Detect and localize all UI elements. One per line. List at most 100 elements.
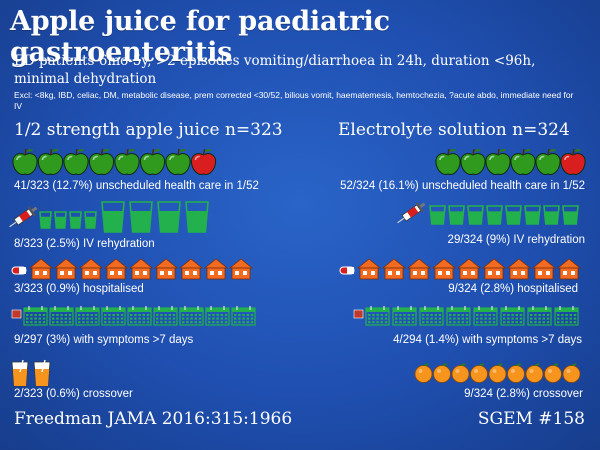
apple-juice-health-care-stat: 41/323 (12.7%) unscheduled health care i… — [14, 180, 259, 192]
electrolyte-health-care-stat: 52/324 (16.1%) unscheduled health care i… — [340, 180, 585, 192]
iv-icon-row-right — [397, 202, 579, 225]
orange-icon — [470, 363, 488, 383]
calendar-icon — [153, 306, 178, 326]
house-icon — [203, 258, 229, 280]
glass-icon — [486, 205, 503, 225]
exclusion-criteria: Excl: <8kg, IBD, celiac, DM, metabolic d… — [14, 90, 574, 111]
syringe-icon — [9, 206, 38, 228]
electrolyte-iv-stat: 29/324 (9%) IV rehydration — [447, 234, 585, 246]
pill-icon — [11, 266, 27, 275]
hospital-icon-row-left — [11, 258, 254, 280]
glass-icon — [467, 205, 484, 225]
orange-icon — [544, 363, 562, 383]
house-icon — [28, 258, 54, 280]
calendar-icon — [127, 306, 152, 326]
apple-icon — [63, 148, 89, 175]
calendar-icon — [179, 306, 204, 326]
house-icon — [556, 258, 582, 280]
pill-icon — [339, 266, 355, 275]
apple-icon — [560, 148, 586, 175]
juice-glass-icon-row — [11, 359, 51, 387]
population-description: ED patients 6mo-5y, >2 episodes vomiting… — [14, 53, 536, 87]
glass-icon — [429, 205, 446, 225]
house-icon — [53, 258, 79, 280]
apple-juice-arm-heading: 1/2 strength apple juice n=323 — [14, 120, 283, 140]
citation: Freedman JAMA 2016:315:1966 — [14, 409, 293, 429]
glass-icon — [448, 205, 465, 225]
syringe-icon — [397, 202, 426, 224]
apple-icon — [37, 148, 64, 175]
house-icon — [481, 258, 507, 280]
juice-glass-icon — [33, 359, 51, 387]
electrolyte-hospitalised-stat: 9/324 (2.8%) hospitalised — [448, 283, 578, 295]
calendar-icon — [365, 306, 390, 326]
electrolyte-arm-heading: Electrolyte solution n=324 — [338, 120, 570, 140]
apple-icon — [510, 148, 536, 175]
apple-icon — [435, 148, 461, 175]
glass-icon — [84, 211, 97, 229]
calendar-icon — [23, 306, 48, 326]
calendar-icon-row-right — [353, 306, 579, 326]
electrolyte-crossover-stat: 9/324 (2.8%) crossover — [464, 388, 583, 400]
calendar-icon — [473, 306, 498, 326]
house-icon — [178, 258, 204, 280]
juice-glass-icon — [11, 359, 29, 387]
calendar-icon — [49, 306, 74, 326]
house-icon — [381, 258, 407, 280]
apple-icon-row-left — [12, 148, 217, 175]
apple-icon — [460, 148, 486, 175]
iv-icon-row-left — [9, 201, 209, 233]
apple-icon — [114, 148, 140, 175]
episode-number: SGEM #158 — [477, 409, 585, 429]
calendar-icon — [419, 306, 444, 326]
calendar-icon — [446, 306, 471, 326]
house-icon — [78, 258, 104, 280]
calendar-icon — [527, 306, 552, 326]
house-icon — [153, 258, 179, 280]
orange-icon — [525, 363, 544, 383]
apple-icon — [165, 148, 191, 175]
house-icon — [431, 258, 457, 280]
glass-icon — [524, 205, 541, 225]
calendar-icon — [231, 306, 256, 326]
glass-icon — [543, 205, 560, 225]
page-title: Apple juice for paediatric gastroenterit… — [10, 6, 390, 68]
orange-icon — [414, 363, 433, 383]
glass-icon — [101, 201, 125, 233]
apple-icon — [88, 148, 115, 175]
orange-icon — [451, 363, 470, 383]
glass-icon — [39, 211, 52, 229]
calendar-icon — [500, 306, 525, 326]
apple-icon — [12, 148, 38, 175]
calendar-icon-row-left — [11, 306, 256, 326]
calendar-icon — [75, 306, 100, 326]
apple-juice-hospitalised-stat: 3/323 (0.9%) hospitalised — [14, 283, 144, 295]
orange-icon-row — [414, 363, 581, 383]
calendar-icon — [554, 306, 579, 326]
apple-icon — [535, 148, 561, 175]
glass-icon — [69, 211, 82, 229]
calendar-icon — [101, 306, 126, 326]
hospital-icon-row-right — [339, 258, 582, 280]
orange-icon — [488, 363, 507, 383]
glass-icon — [129, 201, 153, 233]
apple-icon-row-right — [435, 148, 586, 175]
orange-icon — [507, 363, 525, 383]
apple-juice-iv-stat: 8/323 (2.5%) IV rehydration — [14, 238, 155, 250]
apple-juice-symptoms-stat: 9/297 (3%) with symptoms >7 days — [14, 334, 194, 346]
electrolyte-symptoms-stat: 4/294 (1.4%) with symptoms >7 days — [393, 334, 582, 346]
glass-icon — [54, 211, 67, 229]
apple-juice-crossover-stat: 2/323 (0.6%) crossover — [14, 388, 133, 400]
orange-icon — [562, 363, 581, 383]
house-icon — [228, 258, 254, 280]
glass-icon — [185, 201, 209, 233]
house-icon — [506, 258, 532, 280]
calendar-icon — [205, 306, 230, 326]
house-icon — [128, 258, 154, 280]
house-icon — [406, 258, 432, 280]
house-icon — [456, 258, 482, 280]
house-icon — [531, 258, 557, 280]
orange-icon — [433, 363, 451, 383]
apple-icon — [190, 148, 217, 175]
house-icon — [356, 258, 382, 280]
